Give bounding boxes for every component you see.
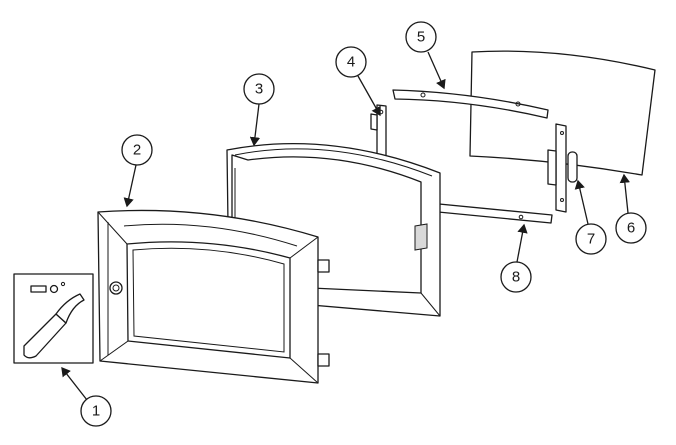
hinge-tab-top	[317, 259, 330, 273]
latch-bracket	[547, 123, 578, 213]
door-frame	[97, 209, 330, 384]
callout-8: 8	[500, 261, 532, 293]
nut-icon	[49, 284, 59, 294]
leader-7	[574, 179, 589, 225]
paint-bottle-icon	[23, 313, 67, 359]
svg-text:8: 8	[512, 269, 520, 286]
leader-8	[516, 223, 528, 263]
svg-text:2: 2	[133, 142, 141, 159]
leader-2	[123, 164, 137, 208]
leader-1	[61, 366, 88, 401]
washer-icon	[60, 281, 66, 287]
hinge-tab-bottom	[317, 353, 330, 367]
callout-5: 5	[405, 21, 437, 53]
leader-3	[249, 103, 261, 147]
svg-text:6: 6	[627, 220, 635, 237]
screw-icon	[30, 285, 47, 293]
glass-panel	[469, 50, 656, 176]
callout-1: 1	[80, 395, 112, 427]
callout-3: 3	[243, 73, 275, 105]
leader-6	[619, 173, 630, 214]
leader-5	[427, 51, 446, 90]
callout-7: 7	[575, 223, 607, 255]
touch-up-paint	[13, 273, 94, 364]
svg-text:1: 1	[92, 403, 100, 420]
door-knob-icon	[109, 281, 123, 295]
svg-text:7: 7	[587, 231, 595, 248]
leader-4	[357, 75, 381, 117]
svg-text:3: 3	[255, 81, 263, 98]
callout-6: 6	[615, 212, 647, 244]
svg-text:5: 5	[417, 29, 425, 46]
callout-4: 4	[335, 46, 367, 78]
callout-2: 2	[121, 134, 153, 166]
top-glass-retainer	[392, 89, 549, 119]
svg-text:4: 4	[347, 54, 355, 71]
